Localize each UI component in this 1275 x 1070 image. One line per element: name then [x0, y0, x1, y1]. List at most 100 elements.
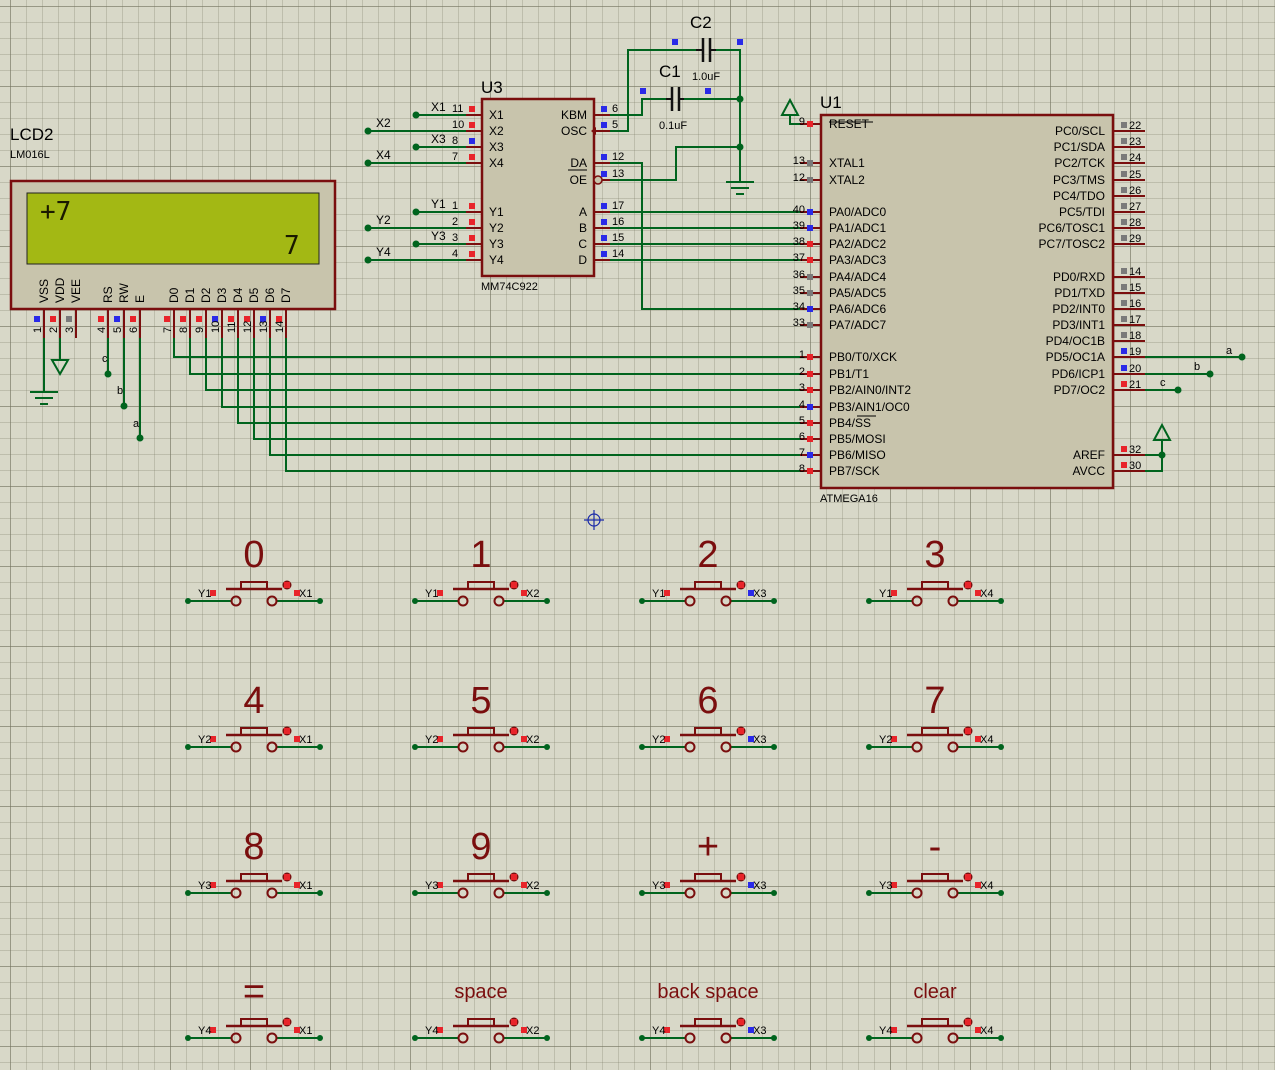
- keypad-col-net: X4: [980, 734, 993, 746]
- keypad-row-net: Y1: [425, 588, 438, 600]
- junction: [1158, 451, 1166, 459]
- lcd-pin-label: VSS: [37, 279, 51, 303]
- u3-pin-number: 1: [452, 200, 458, 212]
- u1-pin-number: 21: [1129, 379, 1141, 391]
- keypad-button[interactable]: + Y3 X3: [639, 826, 777, 899]
- keypad-button-label: 4: [243, 680, 264, 722]
- u1-pin-label: PB5/MOSI: [829, 432, 886, 446]
- u1-pin-number: 5: [799, 415, 805, 427]
- lcd-pin-number: 7: [162, 327, 174, 333]
- capacitor-c2[interactable]: C2 1.0uF: [672, 13, 743, 83]
- keypad-row-net: Y3: [652, 880, 665, 892]
- lcd-pin-label: D2: [199, 287, 213, 303]
- u1-pin-label: PA2/ADC2: [829, 237, 886, 251]
- lcd-pin-label: D0: [167, 287, 181, 303]
- u1-pin-label: XTAL1: [829, 156, 865, 170]
- wire-d1: [189, 338, 800, 375]
- junction: [364, 256, 372, 264]
- u3-pin-number: 13: [612, 168, 624, 180]
- u3-pin-label: OE: [570, 173, 587, 187]
- keypad-button-label: 0: [243, 534, 264, 576]
- keypad-col-net: X4: [980, 1025, 993, 1037]
- keypad-row-net: Y4: [652, 1025, 665, 1037]
- u1-pin-number: 14: [1129, 266, 1141, 278]
- lcd-pin-label: VDD: [53, 277, 67, 303]
- u1-pin-label: PB1/T1: [829, 367, 869, 381]
- lcd-line-2: 7: [284, 231, 300, 261]
- net-label-a: a: [1226, 345, 1233, 357]
- u1-pin-label: PD4/OC1B: [1046, 334, 1105, 348]
- keypad-col-net: X3: [753, 880, 766, 892]
- capacitor-c1[interactable]: C1 0.1uF: [640, 62, 711, 132]
- keypad-button-label: 2: [697, 534, 718, 576]
- capacitor-value: 0.1uF: [659, 120, 687, 132]
- lcd-pin-number: 1: [32, 327, 44, 333]
- u1-pin-label: PD2/INT0: [1052, 302, 1105, 316]
- u1-pin-label: AREF: [1073, 448, 1105, 462]
- keypad-row-net: Y2: [425, 734, 438, 746]
- junction: [364, 159, 372, 167]
- keypad-col-net: X2: [526, 588, 539, 600]
- u1-pin-number: 37: [793, 252, 805, 264]
- u1-pin-number: 6: [799, 431, 805, 443]
- junction: [364, 224, 372, 232]
- u1-pin-label: PD5/OC1A: [1046, 350, 1105, 364]
- keypad-row-net: Y4: [198, 1025, 211, 1037]
- u3-pin-label: C: [578, 237, 587, 251]
- keypad-row-net: Y2: [198, 734, 211, 746]
- keypad-row-net: Y1: [198, 588, 211, 600]
- u3-body: [480, 97, 596, 278]
- u1-pin-label: PA0/ADC0: [829, 205, 886, 219]
- u1-pin-number: 35: [793, 285, 805, 297]
- keypad-col-net: X4: [980, 588, 993, 600]
- u1-pin-number: 12: [793, 172, 805, 184]
- u3-pin-number: 4: [452, 248, 458, 260]
- wire-d5: [253, 338, 800, 440]
- wire-c2-left: [610, 49, 696, 132]
- lcd-pin-number: 14: [274, 321, 286, 333]
- lcd-pin-label: E: [133, 295, 147, 303]
- lcd-module[interactable]: LCD2 LM016L +7 7 VSS1VDD2VEE3RS4RW5E6D07…: [9, 125, 337, 338]
- keypad-button-label: space: [454, 981, 507, 1003]
- capacitor-value: 1.0uF: [692, 71, 720, 83]
- lcd-pin-number: 5: [112, 327, 124, 333]
- keypad-col-net: X2: [526, 880, 539, 892]
- junction: [736, 143, 744, 151]
- u1-pin-number: 8: [799, 463, 805, 475]
- lcd-pin-number: 11: [226, 322, 238, 333]
- net-label-b: b: [1194, 361, 1200, 373]
- lcd-pin-number: 13: [258, 321, 270, 333]
- keypad-button-label: +: [697, 826, 719, 868]
- keypad-col-net: X1: [299, 880, 312, 892]
- wire-d7: [285, 338, 800, 472]
- u1-pin-number: 33: [793, 317, 805, 329]
- u3-pin-label: Y4: [489, 253, 504, 267]
- u3-pin-label: A: [579, 205, 587, 219]
- junction: [136, 434, 144, 442]
- u1-pin-label: PB4/SS: [829, 416, 871, 430]
- u1-pin-label: PD3/INT1: [1052, 318, 1105, 332]
- wire-d0: [173, 338, 800, 358]
- u1-pin-label: PC2/TCK: [1054, 156, 1105, 170]
- keypad-button-label: back space: [657, 981, 758, 1003]
- junction: [1238, 353, 1246, 361]
